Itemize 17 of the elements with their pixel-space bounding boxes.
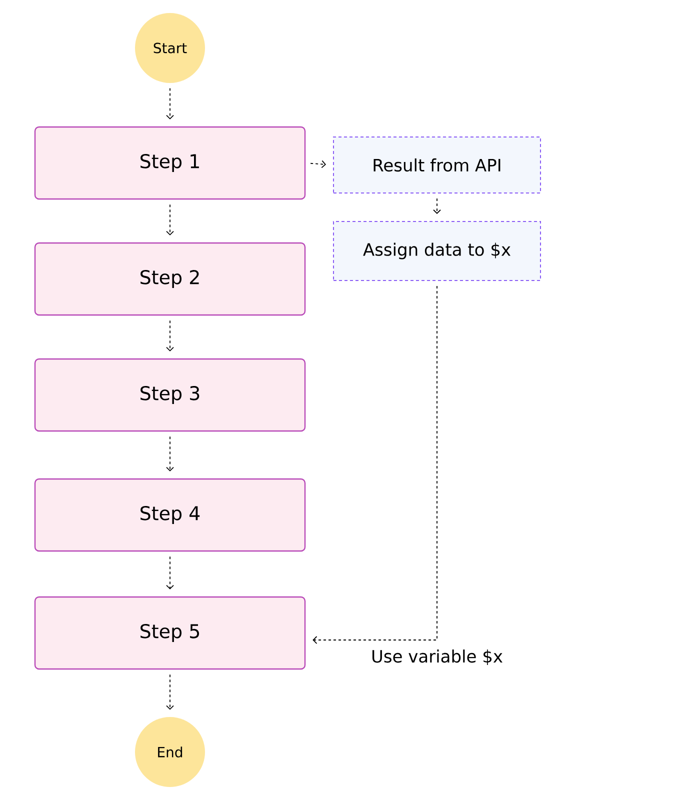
arrow [166, 88, 174, 120]
arrow [312, 286, 438, 644]
data-box: Assign data to $x [333, 221, 541, 281]
arrow [166, 556, 174, 590]
process-box: Step 4 [34, 478, 306, 552]
edge-label: Use variable $x [372, 650, 502, 665]
process-box: Step 2 [34, 242, 306, 316]
data-box: Result from API [333, 136, 541, 194]
arrow [166, 674, 174, 710]
arrow [166, 320, 174, 352]
process-box: Step 1 [34, 126, 306, 200]
arrow [166, 436, 174, 472]
process-box: Step 3 [34, 358, 306, 432]
arrow [310, 160, 326, 168]
arrow [433, 198, 441, 214]
process-box: Step 5 [34, 596, 306, 670]
arrow [166, 204, 174, 236]
